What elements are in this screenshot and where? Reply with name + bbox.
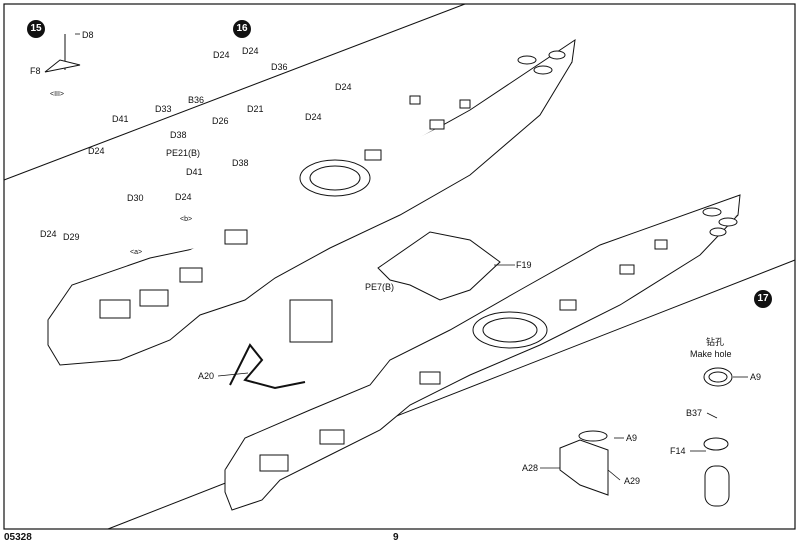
step-16-badge: 16 [233,20,251,38]
page-frame [3,3,796,530]
d8-f8-part [44,34,81,73]
part-label-d38: D38 [232,158,249,168]
part-label-d38: D38 [170,130,187,140]
part-label-d24: D24 [335,82,352,92]
part-label-d24: D24 [40,229,57,239]
part-label-d24: D24 [213,50,230,60]
page-number: 9 [393,532,399,543]
part-label-d24: D24 [242,46,259,56]
part-label-d33: D33 [155,104,172,114]
part-label-d8: D8 [82,30,94,40]
part-label-a9: A9 [626,433,638,443]
upper-ship-hull [47,38,576,366]
part-label-a29: A29 [624,476,641,486]
part-label-d41: D41 [112,114,129,124]
part-label-a: <a> [130,249,143,256]
make-hole-label: Make hole [690,349,732,359]
part-label-f8: F8 [30,66,41,76]
part-label-b37: B37 [686,408,703,418]
part-label-d24: D24 [305,112,322,122]
part-label-b36: B36 [188,95,205,105]
part-label-d24: D24 [175,192,192,202]
part-label-d41: D41 [186,167,203,177]
a20-rail-part [229,343,306,390]
hatch-parts [559,367,733,507]
part-label-a9: A9 [750,372,762,382]
part-label-a28: A28 [522,463,539,473]
part-label-f14: F14 [670,446,686,456]
part-label-pe7b: PE7(B) [365,282,395,292]
part-label-pe21b: PE21(B) [166,148,201,158]
part-label-d26: D26 [212,116,229,126]
separator-line [3,3,466,181]
step-17-badge: 17 [754,290,772,308]
lower-ship-hull [224,194,741,511]
part-label-d30: D30 [127,193,144,203]
part-label-a20: A20 [198,371,215,381]
part-label-d24: D24 [88,146,105,156]
f19-deck-part [377,231,501,301]
product-code: 05328 [4,532,32,543]
part-label-d36: D36 [271,62,288,72]
part-label-b: <b> [180,216,193,223]
part-label-iii: <III> [50,91,65,98]
leader-lines [75,33,748,481]
part-label-d21: D21 [247,104,264,114]
part-label-f19: F19 [516,260,532,270]
step-15-badge: 15 [27,20,45,38]
part-label-d29: D29 [63,232,80,242]
make-hole-icon-label-cn: 钻孔 [706,337,725,347]
separator-line [107,259,796,530]
